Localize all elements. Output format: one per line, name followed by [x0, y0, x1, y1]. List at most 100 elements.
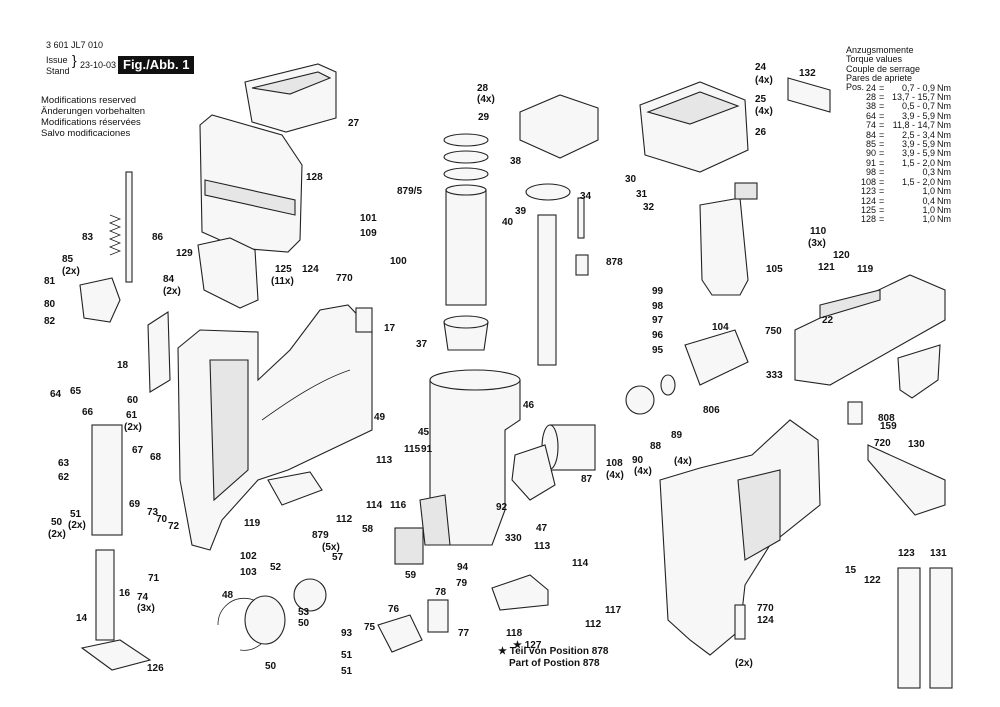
part-callout-label: (4x)	[477, 94, 495, 105]
part-callout-label: 14	[76, 613, 88, 624]
part-callout-label: 77	[458, 628, 470, 639]
torque-unit: Nm	[937, 167, 951, 178]
part-callout-label: 28	[477, 83, 489, 94]
torque-unit: Nm	[937, 186, 951, 197]
modification-notes: Modifications reserved Änderungen vorbeh…	[41, 95, 145, 139]
part-callout-label: 121	[818, 262, 835, 273]
part-callout-label: 37	[416, 339, 428, 350]
part-callout-label: 58	[362, 524, 374, 535]
part-callout-label: 30	[625, 174, 637, 185]
part-callout-label: 17	[384, 323, 396, 334]
part-callout-label: 88	[650, 441, 662, 452]
part-callout-label: 71	[148, 573, 160, 584]
torque-unit: Nm	[937, 176, 951, 187]
part-callout-label: 130	[908, 439, 925, 450]
torque-value: 0,4	[922, 195, 935, 206]
part-callout-label: (2x)	[48, 529, 66, 540]
note-de: Änderungen vorbehalten	[41, 106, 146, 117]
part-callout-label: 66	[82, 407, 94, 418]
torque-unit: Nm	[937, 120, 951, 131]
torque-equals: =	[879, 129, 885, 140]
stand-label: Stand	[46, 66, 70, 76]
torque-title-es: Pares de apriete	[846, 73, 913, 84]
part-callout-label: 806	[703, 405, 720, 416]
shoe-part	[267, 471, 323, 506]
part-callout-label: 101	[360, 213, 377, 224]
torque-equals: =	[879, 139, 885, 150]
part-callout-label: 92	[496, 502, 508, 513]
label-17-part	[355, 307, 373, 333]
note-en: Modifications reserved	[41, 95, 137, 106]
part-callout-label: 29	[478, 112, 490, 123]
part-callout-label: 25	[755, 94, 767, 105]
driver-blade-part	[525, 183, 589, 366]
torque-pos: 128	[860, 214, 876, 225]
part-callout-label: 114	[366, 500, 383, 511]
cylinder-cap-part	[519, 94, 599, 159]
torque-pos: 64	[865, 110, 876, 121]
footnote-line-1: ★ Teil von Position 878	[498, 646, 609, 657]
torque-value: 1,5 - 2,0	[901, 157, 935, 168]
latch-rod-part	[108, 171, 133, 283]
part-callout-label: 48	[222, 590, 234, 601]
torque-value: 0,5 - 0,7	[901, 101, 935, 112]
part-callout-label: 51	[341, 650, 353, 661]
part-callout-label: 770	[336, 273, 353, 284]
torque-title-fr: Couple de serrage	[846, 63, 921, 74]
part-callout-label: 50	[298, 618, 310, 629]
torque-equals: =	[879, 92, 885, 103]
part-callout-label: 80	[44, 299, 56, 310]
part-callout-label: 97	[652, 315, 664, 326]
part-callout-label: 64	[50, 389, 62, 400]
part-callout-label: 103	[240, 567, 257, 578]
gear-assembly-part	[217, 527, 424, 651]
part-callout-label: 333	[766, 370, 783, 381]
part-callout-label: 18	[117, 360, 129, 371]
part-callout-label: 74	[137, 592, 149, 603]
part-callout-label: 83	[82, 232, 94, 243]
part-callout-label: 49	[374, 412, 386, 423]
motor-part	[625, 329, 749, 415]
part-callout-label: 113	[534, 541, 551, 552]
torque-value: 1,0	[922, 204, 935, 215]
part-callout-label: 75	[364, 622, 376, 633]
part-callout-label: 114	[572, 558, 589, 569]
part-callout-label: 116	[390, 500, 407, 511]
part-callout-label: 45	[418, 427, 430, 438]
torque-unit: Nm	[937, 204, 951, 215]
label-18-part	[147, 311, 171, 393]
part-callout-label: 27	[348, 118, 360, 129]
torque-equals: =	[879, 120, 885, 131]
part-callout-label: (2x)	[163, 286, 181, 297]
part-callout-label: 24	[755, 62, 767, 73]
torque-value: 3,9 - 5,9	[901, 148, 935, 159]
part-callout-label: 86	[152, 232, 164, 243]
torque-value: 0,3	[922, 167, 935, 178]
part-callout-label: 120	[833, 250, 850, 261]
part-callout-label: 131	[930, 548, 947, 559]
main-housing-left-part	[177, 304, 373, 551]
part-callout-label: 119	[244, 518, 261, 529]
torque-pos: 108	[860, 176, 876, 187]
torque-pos: 125	[860, 204, 876, 215]
label-808-part	[847, 401, 863, 425]
torque-title-en: Torque values	[846, 54, 903, 65]
part-callout-label: 93	[341, 628, 353, 639]
part-callout-label: 112	[585, 619, 602, 630]
part-callout-label: 82	[44, 316, 56, 327]
part-callout-label: 52	[270, 562, 282, 573]
part-callout-label: 125	[275, 264, 292, 275]
torque-equals: =	[879, 110, 885, 121]
top-cap-part	[244, 63, 337, 133]
nose-housing-part	[419, 369, 521, 546]
torque-unit: Nm	[937, 139, 951, 150]
bracket-part	[79, 277, 121, 323]
cylinder-tube-part	[445, 184, 487, 306]
part-callout-label: 89	[671, 430, 683, 441]
main-housing-right-part	[659, 419, 821, 656]
